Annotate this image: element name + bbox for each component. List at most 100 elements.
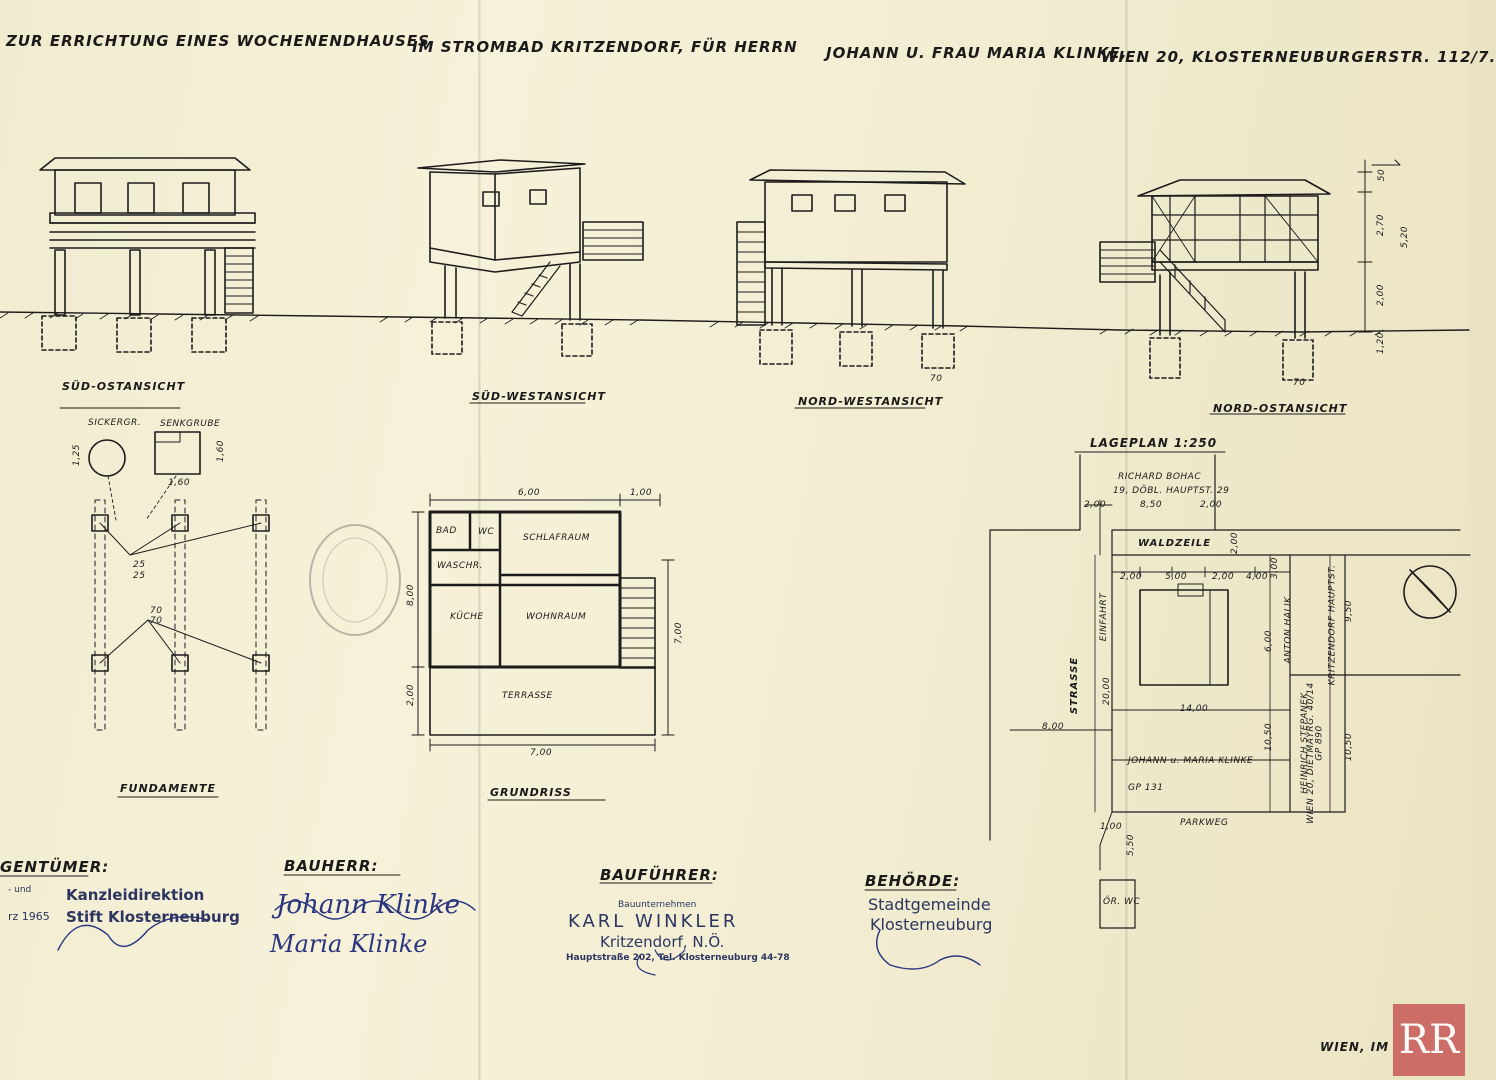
header-line-1: ZUR ERRICHTUNG EINES WOCHENENDHAUSES	[6, 32, 430, 50]
dim-70-found-a: 70	[150, 606, 163, 616]
label-sickergrube: SICKERGR.	[88, 418, 142, 428]
parcel-gp: GP 131	[1128, 783, 1164, 793]
stamp-kanzleidirektion: Kanzleidirektion	[66, 886, 205, 904]
room-kueche: KÜCHE	[450, 612, 484, 622]
signature-lines	[0, 874, 981, 976]
room-terrasse: TERRASSE	[502, 691, 553, 701]
label-south-west: SÜD-WESTANSICHT	[472, 390, 606, 403]
label-strasse: STRASSE	[1069, 656, 1081, 715]
floor-plan	[411, 493, 675, 801]
dim-300: 3,00	[1270, 556, 1281, 580]
signature-maria-klinke: Maria Klinke	[270, 930, 428, 958]
dim-950: 9,50	[1344, 599, 1355, 623]
elevation-south-east	[39, 157, 256, 409]
dim-850: 8,50	[1140, 500, 1163, 510]
label-fundamente: FUNDAMENTE	[120, 782, 216, 795]
street-waldzeile: WALDZEILE	[1138, 538, 1212, 549]
dim-700-right: 7,00	[674, 621, 685, 645]
label-north-east: NORD-OSTANSICHT	[1213, 402, 1348, 415]
dim-200-d: 2,00	[1120, 572, 1143, 582]
owner-parcel: JOHANN u. MARIA KLINKE	[1128, 756, 1254, 766]
foundation-plan	[88, 431, 270, 798]
header-line-4: WIEN 20, KLOSTERNEUBURGERSTR. 112/7.	[1101, 48, 1496, 66]
dim-200-c: 2,00	[1230, 531, 1241, 555]
fold-line-1	[478, 0, 481, 1080]
neighbor-north: RICHARD BOHAC	[1118, 472, 1202, 482]
elevation-north-west	[736, 169, 966, 409]
dim-400: 4,00	[1246, 572, 1269, 582]
dim-125: 1,25	[72, 443, 83, 467]
header-line-3: JOHANN U. FRAU MARIA KLINKE,	[826, 44, 1128, 62]
room-waschraum: WASCHR.	[437, 561, 483, 571]
stamp-bauunternehmen: Bauunternehmen	[618, 900, 697, 910]
eig-small-2: rz 1965	[8, 910, 50, 923]
dim-520: 5,20	[1400, 225, 1411, 249]
label-einfahrt: EINFAHRT	[1099, 592, 1110, 642]
dim-70-a: 70	[930, 374, 943, 384]
signature-johann-klinke: Johann Klinke	[276, 890, 461, 920]
dim-25-a: 25	[133, 560, 146, 570]
public-wc: ÖR. WC	[1103, 897, 1141, 907]
elevation-north-east	[1099, 159, 1401, 415]
dim-160-vertical: 1,60	[216, 439, 227, 463]
dim-200-b: 2,00	[1200, 500, 1223, 510]
room-wohnraum: WOHNRAUM	[526, 612, 587, 622]
dim-600: 6,00	[518, 488, 541, 498]
eig-small-1: - und	[8, 885, 32, 895]
label-baufuehrer: BAUFÜHRER:	[600, 866, 719, 884]
dim-1050-b: 10,50	[1344, 732, 1355, 762]
dim-1400: 14,00	[1180, 704, 1209, 714]
dim-700-bottom: 7,00	[530, 748, 553, 758]
dim-100: 1,00	[630, 488, 653, 498]
elevation-south-west	[417, 159, 644, 404]
dim-200: 2,00	[1376, 283, 1387, 307]
room-wc: WC	[478, 527, 495, 537]
dim-70-b: 70	[1293, 378, 1306, 388]
stamp-karl-winkler: KARL WINKLER	[568, 911, 739, 932]
dim-600-site: 6,00	[1264, 629, 1275, 653]
dim-200-a: 2,00	[1084, 500, 1107, 510]
label-bauherr: BAUHERR:	[284, 857, 379, 875]
label-behoerde: BEHÖRDE:	[865, 872, 961, 890]
dim-2000: 20,00	[1102, 676, 1113, 706]
label-eigentuemer: GENTÜMER:	[0, 858, 110, 876]
label-lageplan: LAGEPLAN 1:250	[1090, 436, 1218, 450]
dim-100-site: 1,00	[1100, 822, 1123, 832]
label-senkgrube: SENKGRUBE	[160, 419, 221, 429]
neighbor-east-1-address: KRITZENDORF HAUPTST.	[1327, 564, 1338, 686]
neighbor-east-2-gp: GP 890	[1314, 725, 1325, 761]
faint-seal	[309, 524, 401, 636]
footer-place: WIEN, IM	[1320, 1040, 1390, 1054]
label-south-east: SÜD-OSTANSICHT	[62, 380, 186, 393]
label-north-west: NORD-WESTANSICHT	[798, 395, 944, 408]
ground-line	[0, 311, 1470, 337]
header-line-2: IM STROMBAD KRITZENDORF, FÜR HERRN	[412, 38, 798, 56]
street-parkweg: PARKWEG	[1180, 818, 1229, 828]
dim-160-horizontal: 1,60	[168, 478, 191, 488]
site-plan	[989, 451, 1471, 929]
stamp-stift-klosterneuburg: Stift Klosterneuburg	[66, 908, 240, 926]
stamp-address: Hauptstraße 202, Tel. Klosterneuburg 44-…	[566, 953, 790, 963]
dim-1050-a: 10,50	[1264, 722, 1275, 752]
neighbor-north-address: 19, DÖBL. HAUPTST. 29	[1113, 486, 1230, 496]
stamp-klosterneuburg: Klosterneuburg	[870, 915, 993, 934]
dim-500: 5,00	[1165, 572, 1188, 582]
dim-120: 1,20	[1376, 331, 1387, 355]
dim-800-site: 8,00	[1042, 722, 1065, 732]
dim-200-e: 2,00	[1212, 572, 1235, 582]
neighbor-east-1: ANTON HALIK	[1283, 596, 1294, 664]
room-schlafraum: SCHLAFRAUM	[523, 533, 590, 543]
dim-200-plan: 2,00	[406, 683, 417, 707]
dim-800: 8,00	[406, 583, 417, 607]
stamp-stadtgemeinde: Stadtgemeinde	[868, 895, 991, 914]
dim-70-found-b: 70	[150, 616, 163, 626]
dim-270: 2,70	[1376, 213, 1387, 237]
rr-logo: RR	[1393, 1004, 1465, 1076]
faint-seal-inner	[322, 537, 388, 623]
dim-550: 5,50	[1126, 833, 1137, 857]
dim-50: 50	[1377, 168, 1388, 182]
dim-25-b: 25	[133, 571, 146, 581]
fold-line-2	[1125, 0, 1128, 1080]
